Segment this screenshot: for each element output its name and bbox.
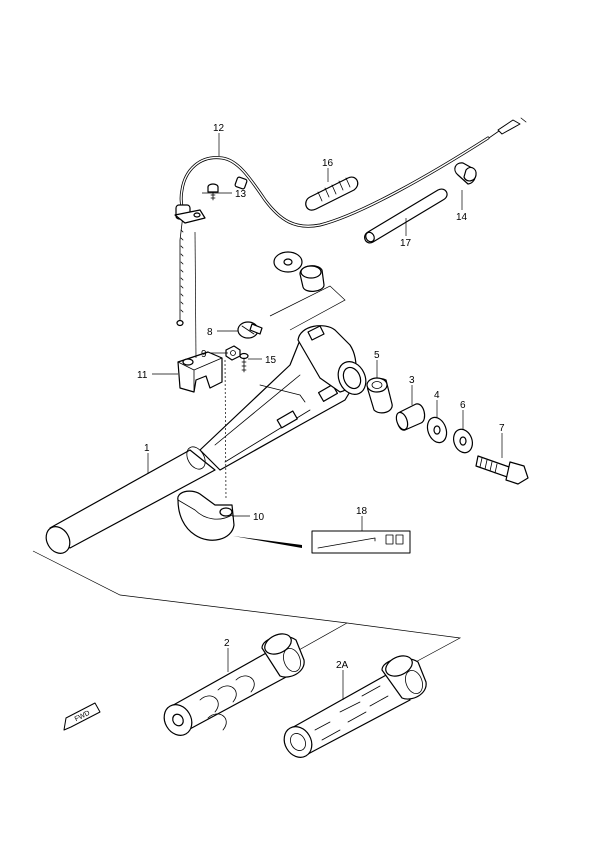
- callout-2a: 2A: [336, 660, 349, 671]
- callout-6: 6: [460, 400, 466, 411]
- throttle-cable[interactable]: [175, 117, 527, 327]
- callout-5: 5: [374, 350, 380, 361]
- callout-14: 14: [456, 212, 468, 223]
- cable-boot-16[interactable]: [305, 176, 359, 211]
- callout-1: 1: [144, 443, 150, 454]
- washer-6[interactable]: [450, 427, 475, 456]
- callout-15: 15: [265, 355, 277, 366]
- fwd-arrow-icon: FWD: [63, 702, 101, 731]
- callout-8: 8: [207, 327, 213, 338]
- sleeve-3[interactable]: [394, 403, 426, 431]
- bushing-5[interactable]: [366, 377, 393, 414]
- callout-11: 11: [137, 370, 148, 381]
- callout-10: 10: [253, 512, 265, 523]
- callout-9: 9: [201, 349, 207, 360]
- screw-15[interactable]: [239, 352, 249, 373]
- washer-4[interactable]: [424, 415, 450, 446]
- bolt-7[interactable]: [475, 455, 529, 485]
- screw-8[interactable]: [237, 321, 263, 339]
- grip-2[interactable]: [159, 630, 305, 740]
- callout-18: 18: [356, 506, 368, 517]
- callout-13: 13: [235, 189, 247, 200]
- nut-9[interactable]: [225, 345, 241, 361]
- callout-16: 16: [322, 158, 334, 169]
- decal-18[interactable]: [311, 530, 411, 554]
- washer-top[interactable]: [273, 251, 303, 273]
- cable-clip-14[interactable]: [454, 162, 477, 185]
- callout-4: 4: [434, 390, 440, 401]
- screw-13[interactable]: [207, 183, 219, 201]
- callout-17: 17: [400, 238, 412, 249]
- callout-3: 3: [409, 375, 415, 386]
- cable-clamp[interactable]: [174, 209, 206, 224]
- collar-top[interactable]: [299, 265, 325, 292]
- callout-7: 7: [499, 423, 505, 434]
- bracket-lower-10[interactable]: [177, 490, 235, 541]
- callout-2: 2: [224, 638, 230, 649]
- callout-12: 12: [213, 123, 225, 134]
- tiller-handle-1[interactable]: [41, 325, 370, 558]
- bracket-upper-11[interactable]: [177, 351, 223, 393]
- grip-2a[interactable]: [279, 652, 427, 762]
- tube-17[interactable]: [364, 188, 448, 244]
